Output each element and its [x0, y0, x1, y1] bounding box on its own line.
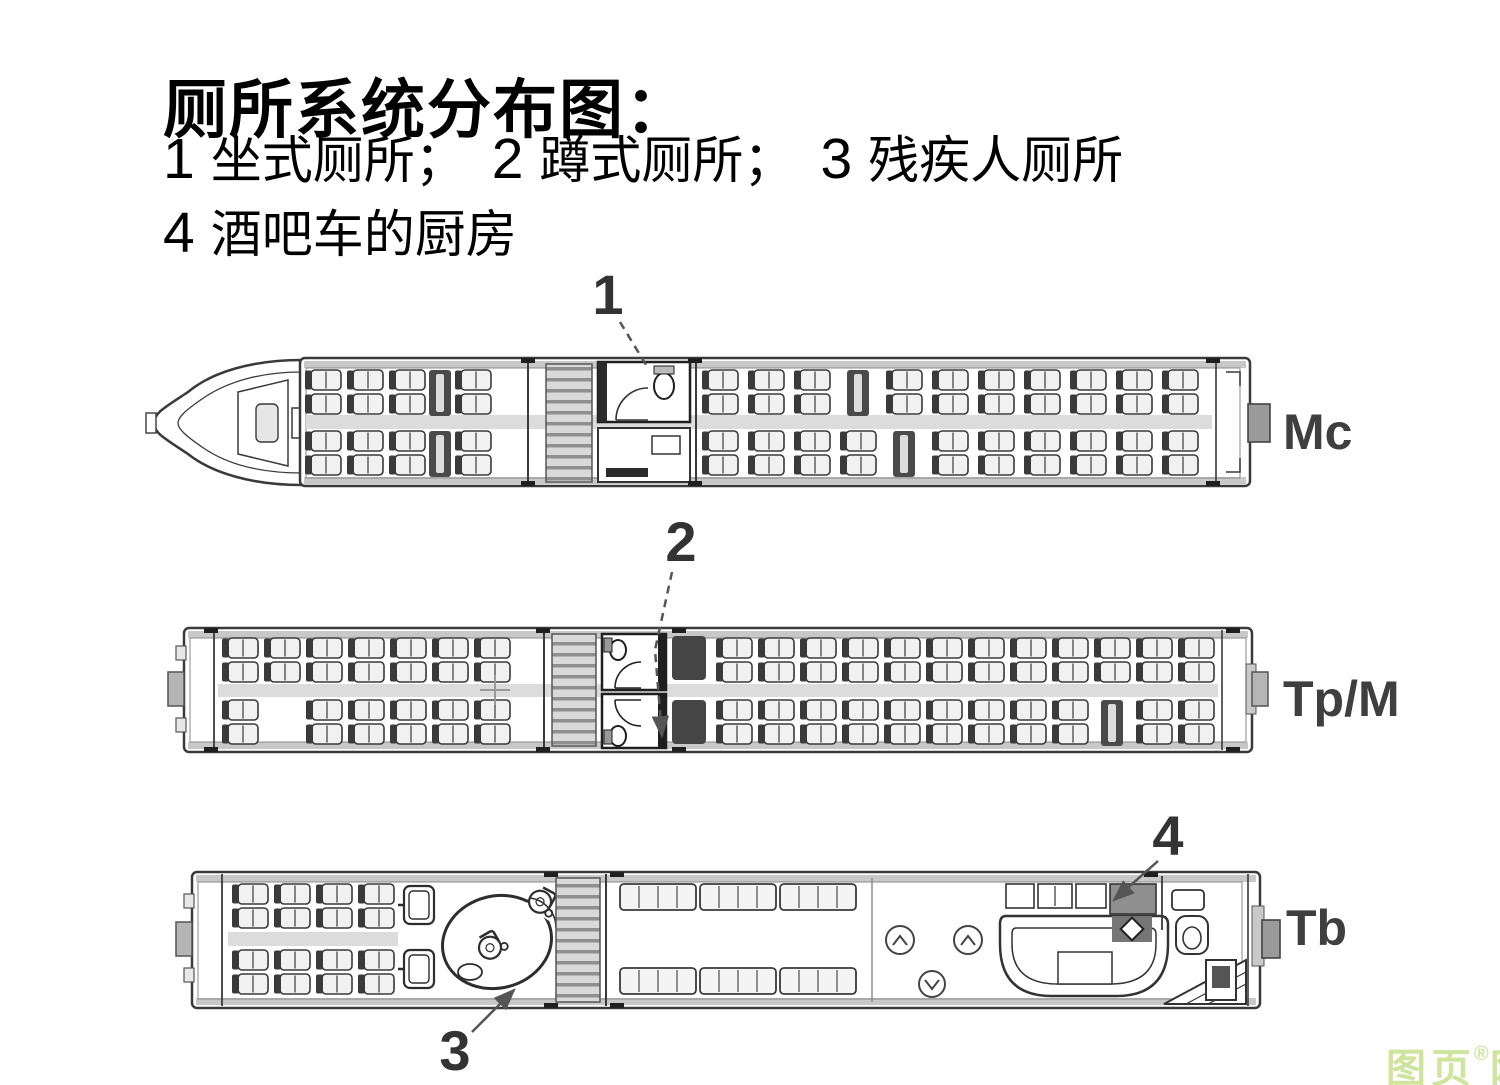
legend-num-3: 3	[820, 127, 853, 191]
car-tpm-door-marks	[204, 628, 1240, 752]
watermark: 图页®网	[1386, 1036, 1500, 1085]
legend-text-4: 酒吧车的厨房	[210, 208, 517, 264]
legend-item-seat-toilet: 1 坐式厕所；	[163, 122, 466, 199]
car-mc-stairs	[545, 363, 593, 483]
registered-mark-icon: ®	[1474, 1043, 1489, 1065]
callout-bar-kitchen: 4	[1112, 804, 1184, 902]
toilet-bowl-icon	[457, 963, 483, 981]
car-mc-nose	[145, 358, 317, 487]
car-tpm-coupler-right	[1251, 671, 1269, 707]
legend-text-2: 蹲式厕所；	[539, 134, 795, 190]
wheelchair-space-lower	[396, 948, 436, 990]
car-mc-roof-strip-top	[304, 361, 1246, 368]
car-tpm-stairs	[551, 633, 597, 747]
car-tb-stairs	[555, 877, 601, 1003]
legend-num-2: 2	[491, 127, 524, 191]
callout-2-number: 2	[665, 510, 696, 573]
wheelchair-space-upper	[396, 884, 436, 926]
car-tpm: Tp/M	[167, 626, 1400, 754]
callout-4-leader	[1112, 860, 1159, 902]
car-tb-stanchions	[885, 925, 983, 998]
car-tb-aisle	[228, 932, 398, 946]
car-tpm-toilet-lower	[600, 692, 668, 750]
legend-item-bar-kitchen: 4 酒吧车的厨房	[163, 196, 517, 273]
car-tb-coupler-right	[1261, 919, 1281, 959]
legend-text-3: 残疾人厕所	[868, 134, 1124, 190]
page-title: 厕所系统分布图：	[163, 74, 691, 146]
car-tb-coupler-left	[175, 921, 193, 957]
legend-line-1: 1 坐式厕所； 2 蹲式厕所； 3 残疾人厕所	[163, 122, 1149, 196]
callout-1-number: 1	[592, 263, 623, 326]
callout-3-leader	[471, 988, 516, 1033]
callout-seat-toilet: 1	[592, 263, 650, 369]
car-tb-door-marks	[544, 872, 1158, 1008]
car-label-mc: Mc	[1283, 404, 1352, 460]
car-tb: Tb	[175, 870, 1347, 1010]
car-mc-roof-strip-bottom	[304, 477, 1246, 484]
watermark-text-left: 图页	[1386, 1047, 1476, 1085]
legend-text-1: 坐式厕所；	[210, 134, 466, 190]
car-tb-kitchen	[1005, 883, 1157, 942]
car-mc-equipment-room	[597, 427, 691, 483]
car-tb-service-rooms	[1161, 876, 1247, 1005]
legend-line-2: 4 酒吧车的厨房	[163, 196, 1149, 270]
callout-disabled-toilet: 3	[439, 988, 516, 1082]
legend: 1 坐式厕所； 2 蹲式厕所； 3 残疾人厕所 4 酒吧车的厨房	[163, 122, 1149, 270]
callout-3-number: 3	[439, 1019, 470, 1082]
car-tb-disabled-toilet	[440, 893, 557, 991]
car-label-tpm: Tp/M	[1283, 671, 1400, 727]
callout-squat-toilet: 2	[651, 510, 697, 739]
car-tpm-aisle	[218, 684, 1218, 697]
car-mc-toilet-room	[596, 360, 692, 424]
legend-item-disabled-toilet: 3 残疾人厕所	[820, 122, 1123, 199]
legend-num-4: 4	[163, 201, 195, 265]
legend-num-1: 1	[163, 127, 195, 191]
car-label-tb: Tb	[1286, 900, 1347, 956]
car-tpm-luggage-lower	[672, 700, 706, 744]
toilet-bowl-icon	[653, 372, 675, 400]
car-tpm-coupler-left	[167, 671, 185, 707]
car-mc-coupler	[1247, 403, 1271, 443]
car-mc: Mc	[145, 356, 1352, 488]
car-tpm-luggage-upper	[672, 636, 706, 680]
callout-4-number: 4	[1152, 804, 1183, 867]
car-mc-aisle	[306, 415, 1212, 429]
callout-1-leader	[618, 321, 650, 369]
watermark-text-right: 网	[1490, 1047, 1500, 1085]
legend-item-squat-toilet: 2 蹲式厕所；	[492, 122, 795, 199]
car-mc-door-marks	[521, 358, 1220, 486]
